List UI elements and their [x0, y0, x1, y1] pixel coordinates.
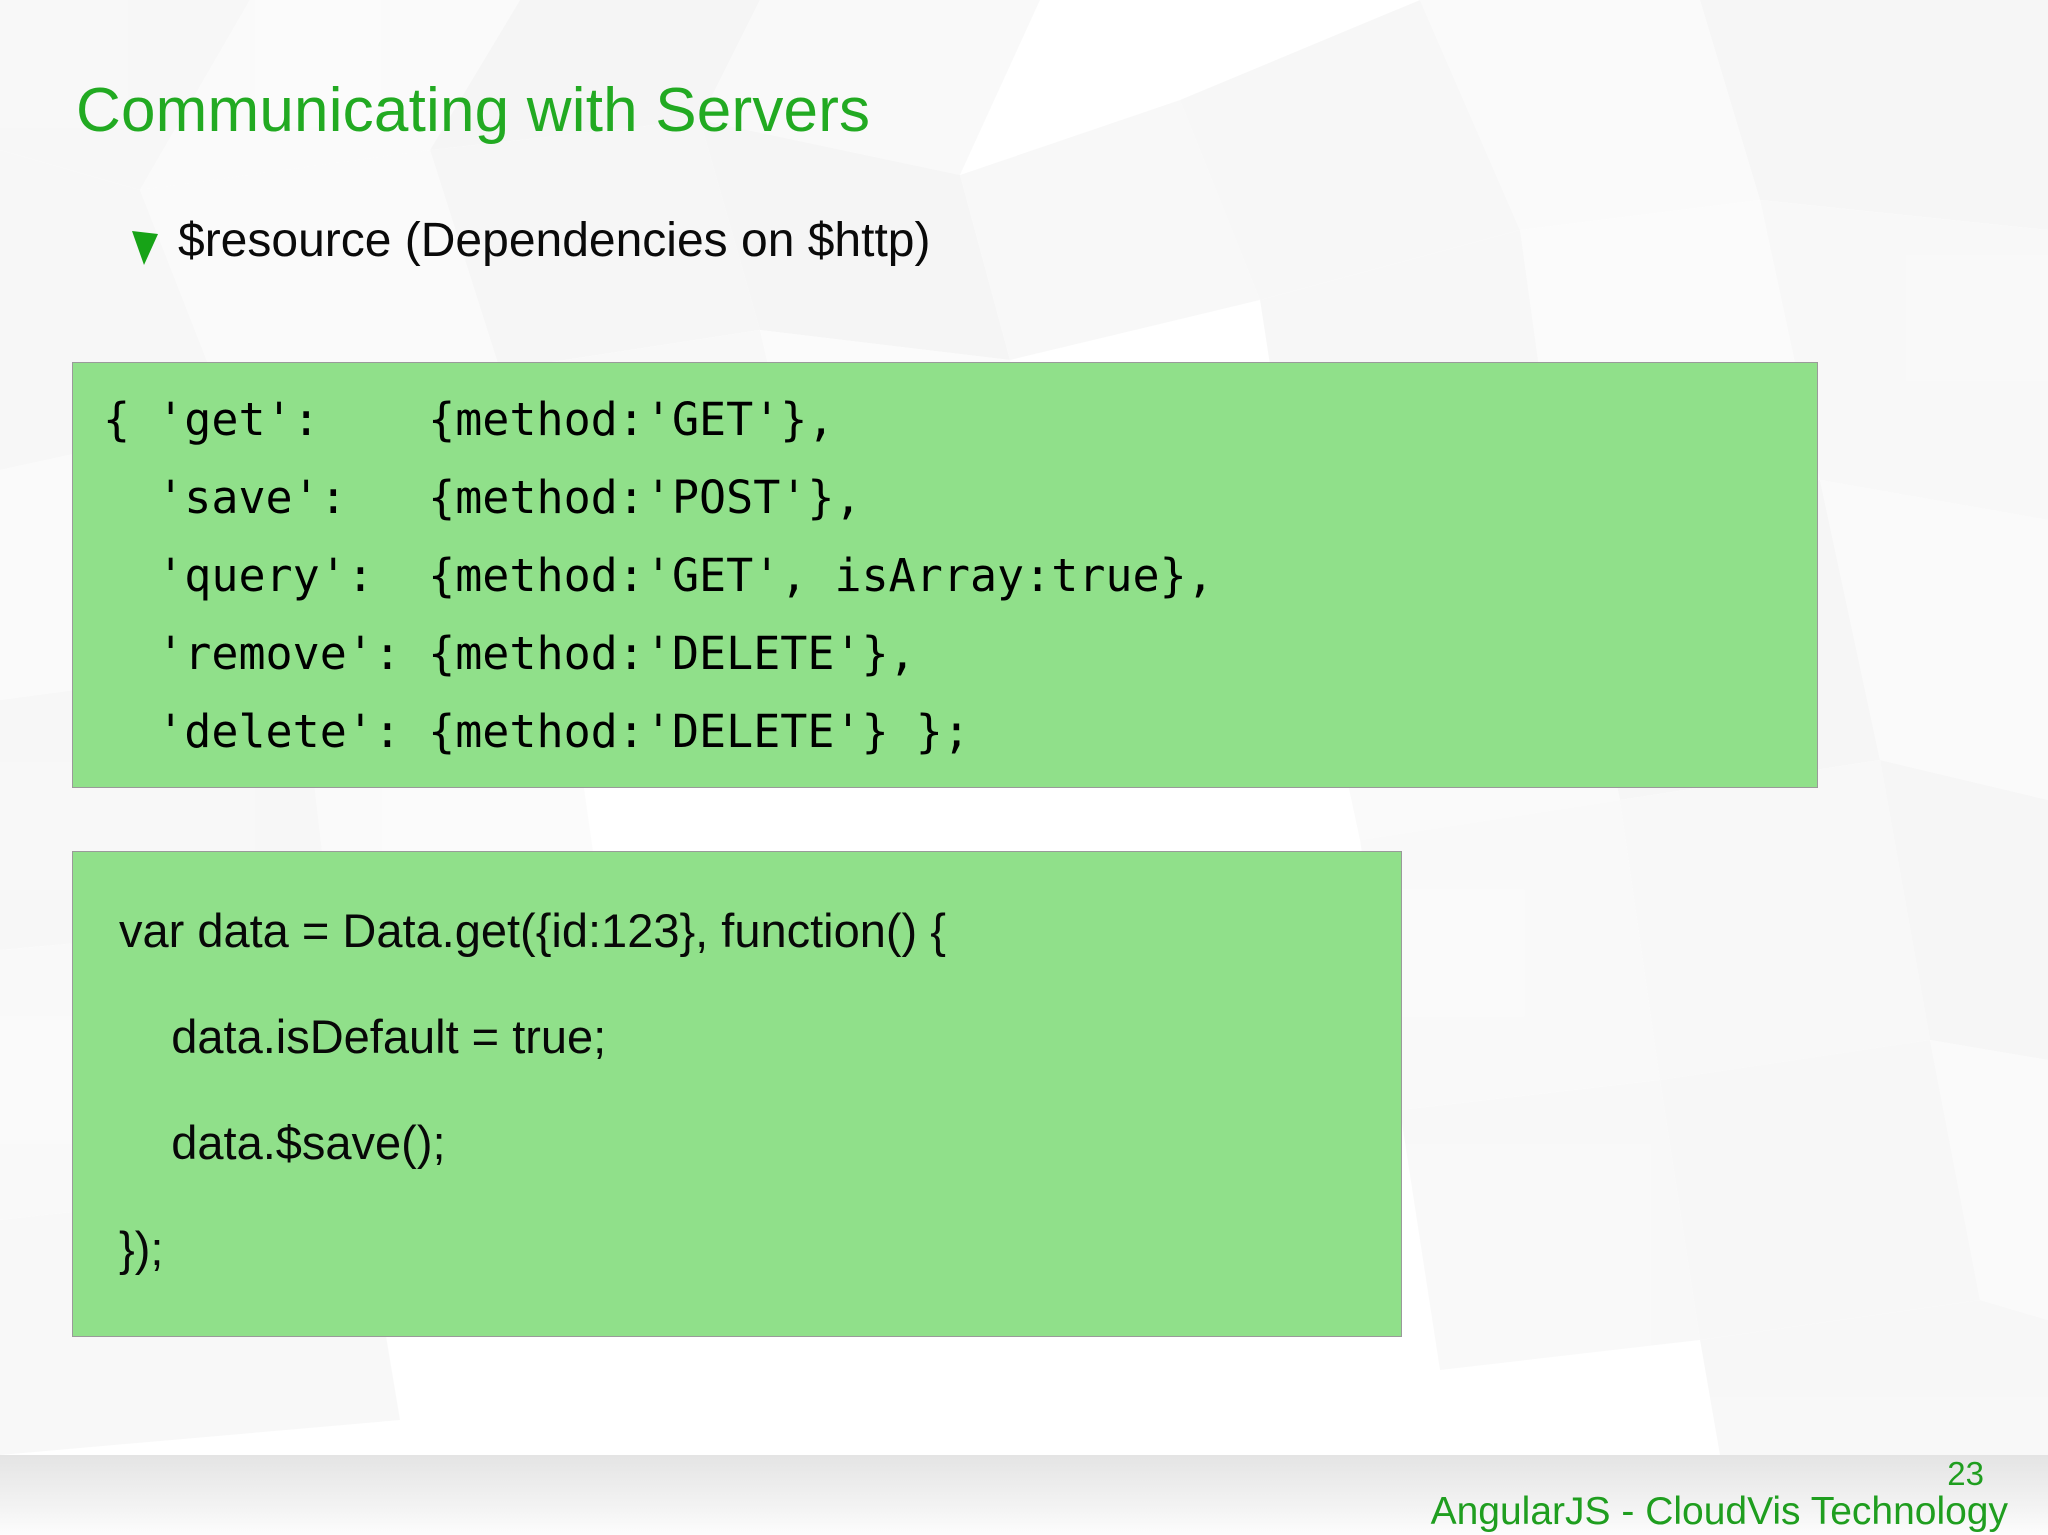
code-line: { 'get': {method:'GET'}, [103, 393, 835, 446]
code-line: 'delete': {method:'DELETE'} }; [103, 705, 970, 758]
code-line: 'remove': {method:'DELETE'}, [103, 627, 916, 680]
code-line: }); [119, 1222, 164, 1275]
code-line: data.isDefault = true; [119, 1010, 607, 1063]
page-title: Communicating with Servers [76, 76, 871, 145]
code-block-resource-usage: var data = Data.get({id:123}, function()… [72, 851, 1402, 1337]
bullet-item: $resource (Dependencies on $http) [132, 214, 931, 268]
code-line: data.$save(); [119, 1116, 446, 1169]
bullet-item-label: $resource (Dependencies on $http) [178, 214, 931, 267]
code-line: var data = Data.get({id:123}, function()… [119, 904, 946, 957]
code-line: 'save': {method:'POST'}, [103, 471, 862, 524]
footer-credit: AngularJS - CloudVis Technology [1430, 1490, 2008, 1533]
code-line: 'query': {method:'GET', isArray:true}, [103, 549, 1214, 602]
page-number: 23 [1947, 1455, 1984, 1492]
code-block-resource-actions: { 'get': {method:'GET'}, 'save': {method… [72, 362, 1818, 788]
green-triangle-bullet-icon [132, 231, 158, 265]
